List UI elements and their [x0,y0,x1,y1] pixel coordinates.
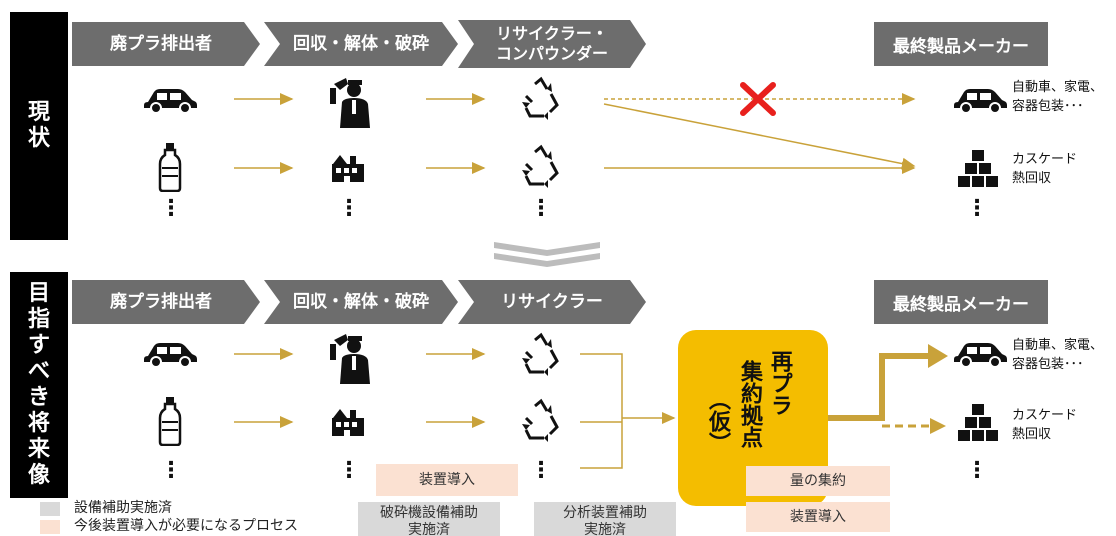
factory-icon [330,404,366,444]
car-output-icon [952,340,1008,374]
analyzer-subsidy-note: 分析装置補助 実施済 [534,502,676,536]
boxes-icon [958,148,998,194]
output-label-products: 自動車、家電、 容器包装･･･ [1012,338,1104,372]
car-output-icon [952,86,1008,120]
ellipsis-dots: ⋮ [966,196,988,221]
car-icon [142,86,198,120]
header-collection: 回収・解体・破砕 [264,280,458,324]
header-discharger: 廃プラ排出者 [72,280,260,324]
hub-title: 再プラ [767,350,792,416]
ellipsis-dots: ⋮ [160,196,182,221]
output-label-cascade: カスケード 熱回収 [1012,152,1078,186]
future-flow-arrows [234,344,948,469]
header-recycler: リサイクラー [458,280,646,324]
recycle-icon [518,144,564,194]
legend-swatch [40,502,60,516]
header-recycler-compounder: リサイクラー・ コンパウンダー [458,20,646,68]
cross-mark-icon [740,82,776,120]
output-label-products: 自動車、家電、 容器包装･･･ [1012,80,1104,114]
legend-label: 設備補助実施済 [74,500,172,516]
header-final-maker: 最終製品メーカー [874,22,1048,66]
worker-icon [326,330,374,390]
ellipsis-dots: ⋮ [530,196,552,221]
ellipsis-dots: ⋮ [966,458,988,483]
car-icon [142,340,198,374]
worker-icon [326,74,374,134]
recycle-icon [518,332,564,382]
boxes-icon [958,402,998,448]
ellipsis-dots: ⋮ [338,196,360,221]
crusher-subsidy-note: 破砕機設備補助 実施済 [358,502,500,536]
transition-chevron-icon [492,240,602,274]
header-collection: 回収・解体・破砕 [264,22,458,66]
device-intro-note: 装置導入 [376,464,518,496]
header-final-maker: 最終製品メーカー [874,280,1048,324]
factory-icon [330,150,366,190]
bottle-icon [158,142,182,198]
ellipsis-dots: ⋮ [338,458,360,483]
future-side-label: 目指すべき将来像 [10,272,68,498]
current-side-label: 現状 [10,12,68,240]
current-flow-arrows [234,93,916,174]
ellipsis-dots: ⋮ [530,458,552,483]
hub-subtitle: （仮） [705,388,730,454]
legend-label: 今後装置導入が必要になるプロセス [74,518,298,534]
legend-swatch [40,520,60,534]
recycle-icon [518,398,564,448]
bottle-icon [158,396,182,452]
header-discharger: 廃プラ排出者 [72,22,260,66]
aggregation-note: 量の集約 [746,466,890,496]
recycle-icon [518,76,564,126]
output-label-cascade: カスケード 熱回収 [1012,408,1078,442]
hub-title: 集約拠点 [737,360,762,448]
device-intro-note: 装置導入 [746,502,890,532]
ellipsis-dots: ⋮ [160,458,182,483]
